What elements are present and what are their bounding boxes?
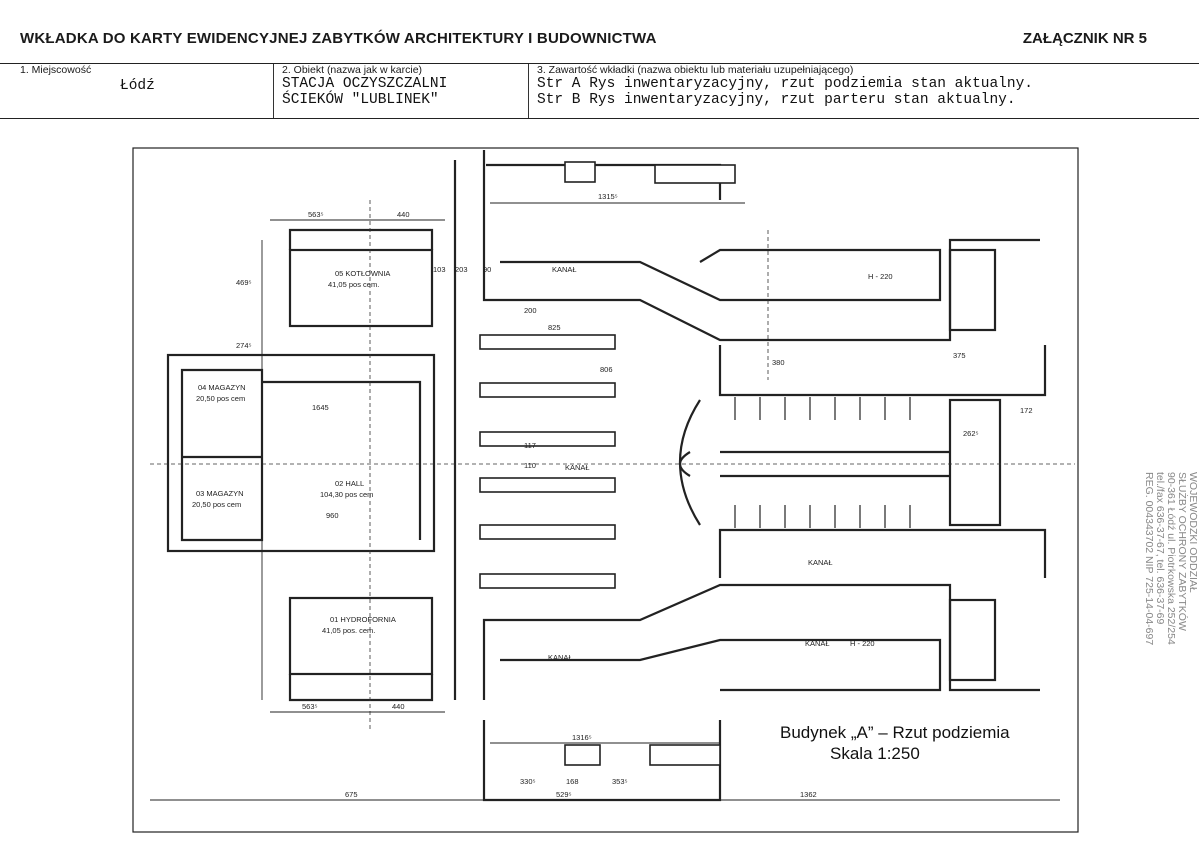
- room-labels: 05 KOTŁOWNIA 41,05 pos cem. 04 MAGAZYN 2…: [192, 269, 396, 635]
- object-value-line1: STACJA OCZYSZCZALNI: [282, 76, 448, 92]
- grate-lines: [734, 397, 911, 528]
- kanal-bottom-left-label: KANAŁ: [548, 653, 573, 662]
- svg-text:806: 806: [600, 365, 613, 374]
- svg-text:110: 110: [524, 461, 536, 470]
- svg-text:375: 375: [953, 351, 966, 360]
- svg-text:825: 825: [548, 323, 561, 332]
- location-field: 1. Miejscowość Łódź: [20, 64, 270, 118]
- dimension-labels: 563⁵ 440 1315⁵ 825 806 380 375 1645 960 …: [236, 192, 1033, 799]
- north-channel-wall: [482, 150, 1040, 342]
- svg-text:563⁵: 563⁵: [308, 210, 324, 219]
- fields-divider: [0, 118, 1199, 119]
- stamp-line1: WOJEWÓDZKI ODDZIAŁ: [1187, 472, 1198, 593]
- room-02-area: 104,30 pos cem: [320, 490, 373, 499]
- svg-text:172: 172: [1020, 406, 1033, 415]
- svg-text:90: 90: [483, 265, 491, 274]
- svg-text:1645: 1645: [312, 403, 329, 412]
- north-tank: [948, 248, 997, 332]
- south-wing-wall: [288, 674, 434, 702]
- lower-basin-wall: [718, 528, 1047, 578]
- stamp-line5: REG. 004343702 NIP 725-14-04-697: [1143, 472, 1155, 645]
- object-value-line2: ŚCIEKÓW "LUBLINEK": [282, 92, 439, 108]
- svg-text:380: 380: [772, 358, 785, 367]
- svg-text:117: 117: [524, 441, 536, 450]
- form-title: WKŁADKA DO KARTY EWIDENCYJNEJ ZABYTKÓW A…: [20, 30, 657, 47]
- contents-field: 3. Zawartość wkładki (nazwa obiektu lub …: [537, 64, 1187, 118]
- kanal-right-label: KANAŁ: [808, 558, 833, 567]
- contents-value-line2: Str B Rys inwentaryzacyjny, rzut parteru…: [537, 92, 1016, 108]
- svg-text:529⁵: 529⁵: [556, 790, 572, 799]
- svg-text:274⁵: 274⁵: [236, 341, 252, 350]
- svg-text:1316⁵: 1316⁵: [572, 733, 592, 742]
- upper-basin-wall: [718, 345, 1047, 397]
- room-04-area: 20,50 pos cem: [196, 394, 245, 403]
- north-channel-inner: [500, 248, 942, 302]
- svg-text:353⁵: 353⁵: [612, 777, 628, 786]
- kanal-mid-label: KANAŁ: [565, 463, 590, 472]
- south-channel-wall: [482, 583, 1040, 700]
- svg-text:1315⁵: 1315⁵: [598, 192, 618, 201]
- kanal-bottom-right-label: KANAŁ: [805, 639, 830, 648]
- dimension-lines: [150, 202, 1060, 801]
- svg-text:203: 203: [455, 265, 468, 274]
- central-block-wall: [166, 353, 436, 553]
- south-tank: [948, 598, 997, 682]
- central-channel-end: [678, 451, 691, 477]
- svg-text:103: 103: [433, 265, 446, 274]
- field-separator: [528, 64, 529, 118]
- room-01-area: 41,05 pos. cem.: [322, 626, 375, 635]
- location-label: 1. Miejscowość: [20, 64, 92, 76]
- channel-slabs: [479, 161, 736, 766]
- east-chamber: [948, 398, 1002, 527]
- axis-lines: [150, 200, 1075, 730]
- boiler-room-wall: [288, 248, 434, 328]
- object-field: 2. Obiekt (nazwa jak w karcie) STACJA OC…: [282, 64, 522, 118]
- south-channel-inner: [500, 638, 942, 692]
- svg-text:168: 168: [566, 777, 579, 786]
- kanal-bottom-height: H - 220: [850, 639, 875, 648]
- contents-label: 3. Zawartość wkładki (nazwa obiektu lub …: [537, 64, 854, 76]
- room-05-area: 41,05 pos cem.: [328, 280, 379, 289]
- stamp-line3: 90-361 Łódź ul. Piotrkowska 252/254: [1165, 472, 1177, 645]
- object-label: 2. Obiekt (nazwa jak w karcie): [282, 64, 423, 76]
- svg-text:960: 960: [326, 511, 339, 520]
- hall-wall: [262, 380, 422, 540]
- stamp-line2: SŁUŻBY OCHRONY ZABYTKÓW: [1176, 472, 1189, 631]
- central-channel-wall: [720, 450, 950, 478]
- caption-title: Budynek „A” – Rzut podziemia: [780, 723, 1010, 742]
- contents-value-line1: Str A Rys inwentaryzacyjny, rzut podziem…: [537, 76, 1033, 92]
- svg-text:675: 675: [345, 790, 358, 799]
- svg-text:330⁵: 330⁵: [520, 777, 536, 786]
- room-04-label: 04 MAGAZYN: [198, 383, 246, 392]
- drawing-caption: Budynek „A” – Rzut podziemia Skala 1:250: [780, 723, 1010, 763]
- kanal-top-label: KANAŁ: [552, 265, 577, 274]
- field-separator: [273, 64, 274, 118]
- room-02-label: 02 HALL: [335, 479, 364, 488]
- svg-text:262⁵: 262⁵: [963, 429, 979, 438]
- caption-scale: Skala 1:250: [830, 744, 920, 763]
- annex-number: ZAŁĄCZNIK NR 5: [1022, 30, 1147, 47]
- room-03-label: 03 MAGAZYN: [196, 489, 244, 498]
- svg-text:469⁵: 469⁵: [236, 278, 252, 287]
- north-wing-wall: [288, 228, 434, 250]
- room-01-label: 01 HYDROFORNIA: [330, 615, 396, 624]
- channel-labels: KANAŁ H - 220 KANAŁ KANAŁ KANAŁ KANAŁ H …: [548, 265, 893, 662]
- conservation-office-stamp: WOJEWÓDZKI ODDZIAŁ SŁUŻBY OCHRONY ZABYTK…: [1143, 472, 1198, 645]
- location-value: Łódź: [120, 78, 155, 94]
- svg-text:200: 200: [524, 306, 537, 315]
- room-05-label: 05 KOTŁOWNIA: [335, 269, 390, 278]
- svg-text:440: 440: [392, 702, 405, 711]
- room-03-area: 20,50 pos cem: [192, 500, 241, 509]
- kanal-top-height: H - 220: [868, 272, 893, 281]
- svg-text:440: 440: [397, 210, 410, 219]
- header-divider: [0, 63, 1199, 64]
- svg-text:1362: 1362: [800, 790, 817, 799]
- svg-text:563⁵: 563⁵: [302, 702, 318, 711]
- stamp-line4: tel./fax 636-37-67, tel. 636-37-69: [1154, 472, 1166, 625]
- hydrophore-room-wall: [288, 596, 434, 676]
